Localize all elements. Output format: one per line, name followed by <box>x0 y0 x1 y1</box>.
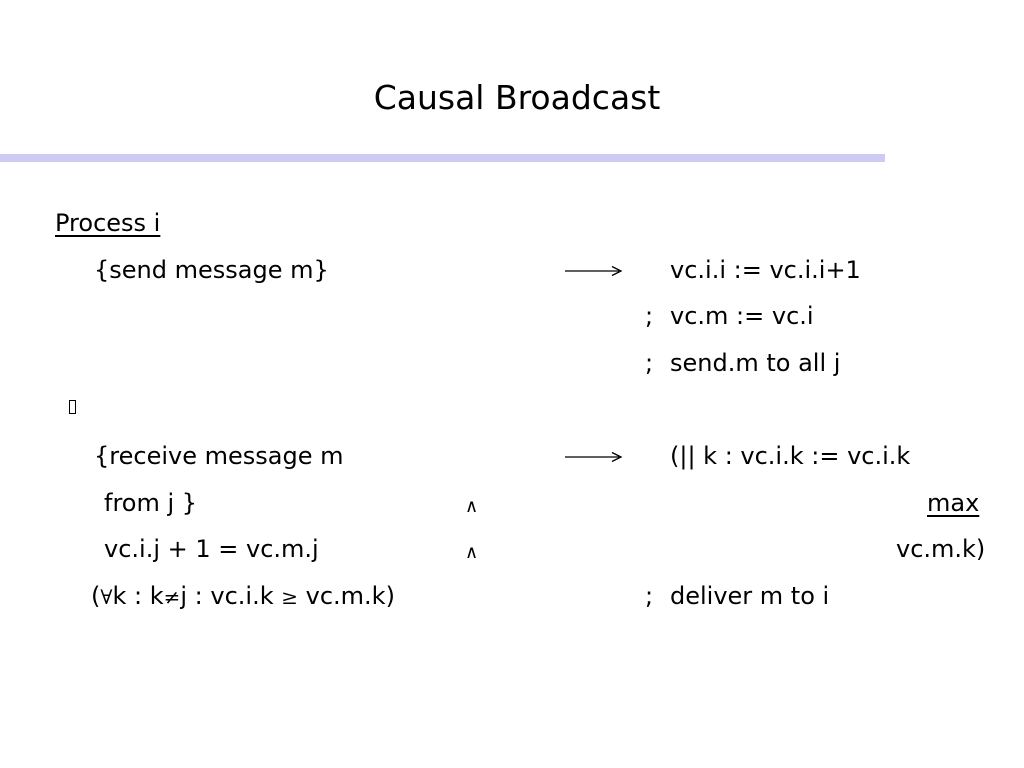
receive-guard-line2: from j } <box>104 489 198 517</box>
not-equal-symbol: ≠ <box>163 585 181 609</box>
long-right-arrow-icon <box>565 265 623 277</box>
send-action-broadcast: send.m to all j <box>670 349 841 377</box>
send-action-copy: vc.m := vc.i <box>670 302 814 330</box>
receive-action-line3: vc.m.k) <box>896 535 986 563</box>
send-separator-1: ; <box>645 302 654 330</box>
and-operator: ∧ <box>465 496 479 517</box>
send-guard: {send message m} <box>94 256 329 284</box>
long-right-arrow-icon <box>565 451 623 463</box>
send-separator-2: ; <box>645 349 654 377</box>
receive-guard-line4: (∀k : k≠j : vc.i.k ≥ vc.m.k) <box>91 581 395 612</box>
forall-symbol: ∀ <box>100 585 113 609</box>
receive-guard-line1: {receive message m <box>94 442 344 470</box>
title-divider <box>0 154 885 162</box>
slide-title: Causal Broadcast <box>373 78 661 117</box>
guard-text-c: vc.m.k) <box>305 582 395 610</box>
receive-action-deliver: deliver m to i <box>670 582 830 610</box>
and-operator: ∧ <box>465 542 479 563</box>
receive-separator: ; <box>645 582 654 610</box>
guard-text-b: j : vc.i.k <box>180 582 274 610</box>
guard-text-a: k : k <box>112 582 164 610</box>
receive-action-line1: (|| k : vc.i.k := vc.i.k <box>670 442 911 470</box>
greater-equal-symbol: ≥ <box>281 585 298 609</box>
open-paren: ( <box>91 582 101 610</box>
max-keyword: max <box>927 489 980 517</box>
title-divider-bar <box>0 154 885 162</box>
missing-glyph-box-icon <box>69 400 76 414</box>
process-heading: Process i <box>55 209 161 237</box>
receive-guard-line3: vc.i.j + 1 = vc.m.j <box>104 535 319 563</box>
send-action-increment: vc.i.i := vc.i.i+1 <box>670 256 861 284</box>
